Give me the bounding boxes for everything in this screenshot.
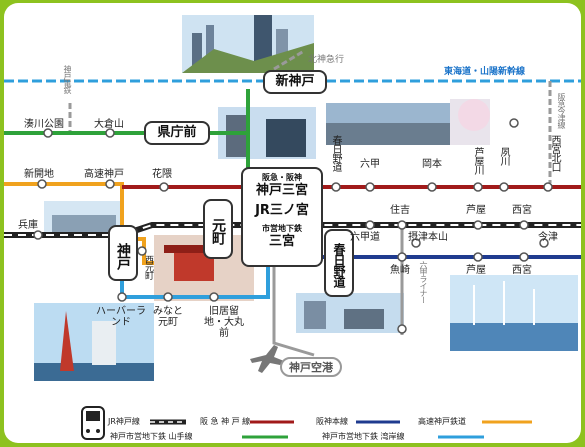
map-frame: 新神戸 県庁前 阪急・阪神 神戸三宮 JR三ノ宮 市営地下鉄 三宮 元町 神戸 … (4, 3, 581, 443)
legend-yamate: 神戸市営地下鉄 山手線 (110, 432, 193, 441)
station-okurayama: 大倉山 (94, 119, 124, 130)
station-box-kobe[interactable]: 神戸 (108, 225, 138, 281)
station-box-kobe-airport[interactable]: 神戸空港 (280, 357, 342, 377)
sannomiya-main-label: 神戸三宮 (255, 183, 308, 198)
station-shinkaichi: 新開地 (24, 169, 54, 180)
station-okamoto: 岡本 (422, 159, 442, 170)
airplane-icon (250, 345, 284, 373)
train-icon (81, 406, 105, 440)
label-shinkansen: 東海道・山陽新幹線 (444, 67, 526, 77)
station-kosoku-kobe: 高速神戸 (84, 169, 124, 180)
line-hokushin (273, 49, 305, 71)
legend-hanshin: 阪神本線 (316, 417, 348, 426)
label-hankyu-imazu: 阪急今津線 (557, 93, 566, 128)
station-shukugawa: 夙川 (498, 147, 509, 165)
photo-kitano (326, 99, 490, 145)
legend-swatches (150, 419, 532, 439)
legend-jr: JR神戸線 (108, 417, 140, 426)
photo-yacht-harbor (450, 275, 578, 351)
station-nishinomiya-hanshin: 西宮 (512, 265, 532, 276)
station-box-kasuganomichi[interactable]: 春日野道 (324, 229, 354, 297)
station-imazu: 今津 (538, 232, 558, 243)
station-minatogawa: 湊川公園 (24, 119, 64, 130)
station-kyuryochi: 旧居留地・大丸前 (204, 306, 244, 339)
station-dots (33, 118, 553, 334)
station-rokkomichi: 六甲道 (350, 232, 380, 243)
photo-port-island (296, 293, 404, 333)
sannomiya-operator-subway: 市営地下鉄 (262, 224, 302, 233)
station-box-kencho[interactable]: 県庁前 (144, 121, 210, 145)
legend-kaigan: 神戸市営地下鉄 湾岸線 (322, 432, 405, 441)
photo-shinkobe-city (182, 15, 314, 73)
photo-port-tower (34, 303, 154, 381)
photo-kobe-station (44, 201, 124, 237)
station-nishimotomachi: 西元町 (143, 255, 153, 279)
station-box-shinkobe[interactable]: 新神戸 (263, 70, 327, 94)
sannomiya-subway-label: 三宮 (268, 234, 295, 249)
station-hyogo: 兵庫 (18, 220, 38, 231)
station-ashiyagawa: 芦屋川 (472, 147, 483, 174)
station-uozaki: 魚崎 (390, 265, 410, 276)
line-port-liner (272, 267, 315, 357)
station-sumiyoshi: 住吉 (390, 205, 410, 216)
station-box-motomachi[interactable]: 元町 (203, 199, 233, 259)
station-harborland: ハーバーランド (96, 306, 146, 328)
legend-hankyu: 阪 急 神 戸 線 (200, 417, 251, 426)
station-rokko: 六甲 (360, 159, 380, 170)
station-minatomotomachi: みなと元町 (153, 306, 183, 328)
station-ashiya-jr: 芦屋 (466, 205, 486, 216)
station-box-sannomiya[interactable]: 阪急・阪神 神戸三宮 JR三ノ宮 市営地下鉄 三宮 (241, 167, 323, 267)
station-settsu-motoyama: 摂津本山 (408, 232, 448, 243)
station-hanakuma: 花隈 (152, 169, 172, 180)
station-kasuganomichi-hankyu: 春日野道 (330, 135, 341, 171)
sannomiya-jr-label: JR三ノ宮 (255, 203, 309, 218)
label-rokko-liner: 六甲ライナー (419, 261, 428, 303)
label-hokushin: 北神急行 (308, 55, 345, 65)
legend-kosoku: 高速神戸鉄道 (418, 417, 466, 426)
station-ashiya-hanshin: 芦屋 (466, 265, 486, 276)
label-kobe-dentetsu: 神戸電鉄 (63, 65, 72, 93)
sannomiya-operator-hankyu-hanshin: 阪急・阪神 (262, 173, 302, 182)
station-nishinomiya-jr: 西宮 (512, 205, 532, 216)
station-nishinomiya-kitaguchi: 西宮北口 (549, 135, 560, 171)
